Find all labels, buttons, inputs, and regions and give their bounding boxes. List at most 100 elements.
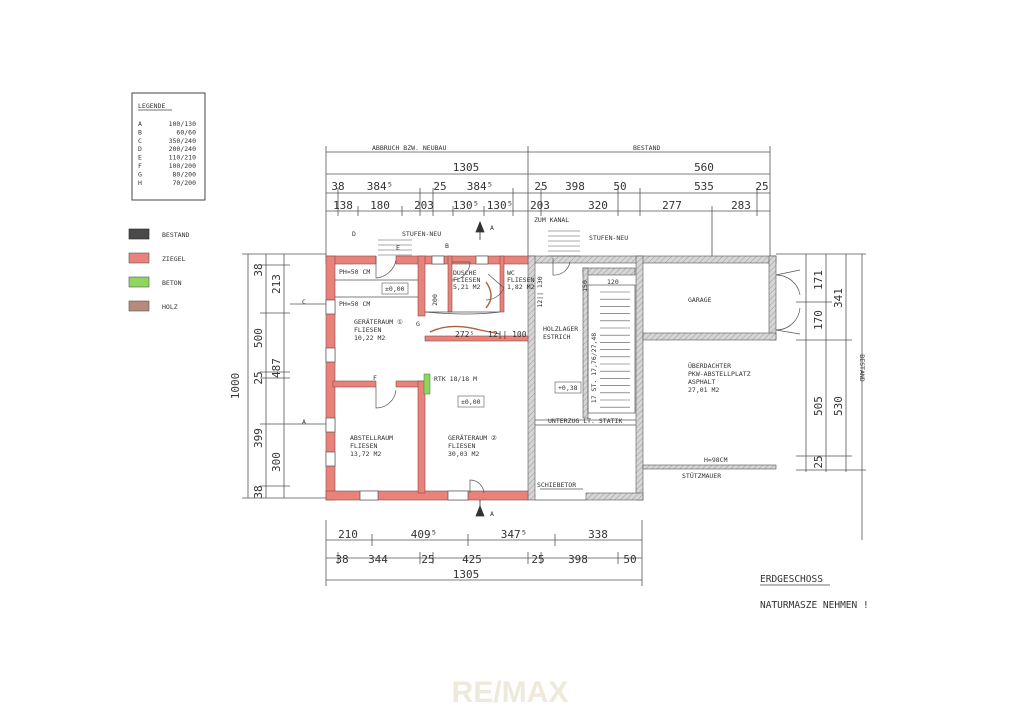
stufen-neu-label-2: STUFEN-NEU [589,234,628,242]
entrance-stairs [378,230,580,257]
bottom-dim-2: 25 [531,553,544,566]
dim-12-130: 12|| 130 [536,276,544,307]
bottom-dim-2: 398 [568,553,588,566]
material-legend: BESTAND ZIEGEL BETON HOLZ [128,228,189,312]
level-0-a: ±0,00 [385,285,405,293]
swatch-ziegel [128,252,150,264]
legend-letter: C [138,137,142,145]
bottom-dim-338: 338 [588,528,608,541]
section-marks [475,220,485,517]
bottom-dim-2: 38 [335,553,348,566]
schiebetor-label: SCHIEBETOR [537,481,576,489]
top-dim-2: 25 [433,180,446,193]
ph-label-2: PH=50 CM [339,300,370,308]
top-dim-2: 384⁵ [367,180,394,193]
legend-size: 350/240 [169,137,196,145]
legend-size: 100/200 [169,162,196,170]
misc-labels: STUFEN-NEU STUFEN-NEU ZUM KANAL PH=50 CM… [302,216,728,518]
left-dim-38-top: 38 [252,263,265,276]
ziegel-walls [325,255,529,501]
dusche-floor: FLIESEN [453,276,480,284]
legend-size: 80/200 [173,170,197,178]
wc-area: 1,82 M2 [507,283,534,291]
door-swings [375,256,571,494]
swatch-bestand [128,228,150,240]
swatch-label-beton: BETON [162,279,182,287]
legend-letter: A [138,120,142,128]
left-dim-300: 300 [270,452,283,472]
zum-kanal-label: ZUM KANAL [534,216,569,224]
axis-f: F [373,374,377,382]
top-dim-2: 38 [331,180,344,193]
stair-label: 17 ST. 17,76/27,48 [590,333,598,404]
top-overall-left: 1305 [453,161,480,174]
room1-area: 10,22 M2 [354,334,385,342]
right-dim-170: 170 [812,310,825,330]
h98-label: H=98CM [704,456,728,464]
top-dim-2: 25 [534,180,547,193]
legend-letter: G [138,170,142,178]
abstell-floor: FLIESEN [350,442,377,450]
top-dim-3: 203 [530,199,550,212]
right-dim-25: 25 [812,455,825,468]
dim-150: 150 [581,280,589,292]
right-label-bestand: BESTAND [858,354,866,381]
top-dimensions [325,146,771,258]
right-dimensions [776,253,866,540]
top-dim-2: 50 [613,180,626,193]
dim-272: 272⁵ [455,330,474,339]
remax-watermark: RE/MAX [452,676,569,709]
left-dim-213: 213 [270,274,283,294]
bottom-dim-2: 425 [462,553,482,566]
wc-floor: FLIESEN [507,276,534,284]
legend-size: 100/130 [169,120,196,128]
top-dim-3: 283 [731,199,751,212]
top-dim-3: 277 [662,199,682,212]
top-dim-3: 130⁵ [487,199,514,212]
floor-title: ERDGESCHOSS [760,574,823,585]
left-dimensions [242,253,326,499]
dusche-area: 5,21 M2 [453,283,480,291]
legend-size: 200/240 [169,145,196,153]
carport-floor: ASPHALT [688,378,715,386]
note-naturmasze: NATURMASZE NEHMEN ! [760,600,869,611]
axis-e: E [396,244,400,252]
level-038: +0,38 [558,384,578,392]
top-title-right: BESTAND [633,144,660,152]
legend-size: 60/60 [176,128,196,136]
section-a-bottom: A [490,510,494,518]
legend-title: LEGENDE [138,102,165,110]
left-dim-399: 399 [252,428,265,448]
top-dim-3: 180 [370,199,390,212]
rtk-label: RTK 18/18 M [434,375,477,383]
right-dim-341: 341 [832,288,845,308]
bottom-dim-347: 347⁵ [501,528,528,541]
right-dim-171: 171 [812,270,825,290]
level-box-c [554,381,582,394]
holz-name: HOLZLAGER [543,325,578,333]
axis-d: D [352,230,356,238]
legend-size: 70/200 [173,179,197,187]
room2-name: GERÄTERAUM ② [448,433,497,442]
abstell-area: 13,72 M2 [350,450,381,458]
swatch-label-ziegel: ZIEGEL [162,255,186,263]
ph-label-1: PH=50 CM [339,268,370,276]
top-dim-3: 320 [588,199,608,212]
inner-lines [335,279,636,501]
beton-elements [423,373,431,395]
bottom-overall: 1305 [453,568,480,581]
legend-letter: B [138,128,142,136]
holz-floor: ESTRICH [543,333,570,341]
left-total: 1000 [229,373,242,400]
bottom-dim-2: 344 [368,553,388,566]
bottom-dim-2: 50 [623,553,636,566]
right-dim-505: 505 [812,396,825,416]
stair-treads [600,291,630,408]
top-dim-3: 203 [414,199,434,212]
swatch-label-bestand: BESTAND [162,231,189,239]
carport-name: ÜBERDACHTER [688,361,731,370]
level-box-b [457,395,485,408]
